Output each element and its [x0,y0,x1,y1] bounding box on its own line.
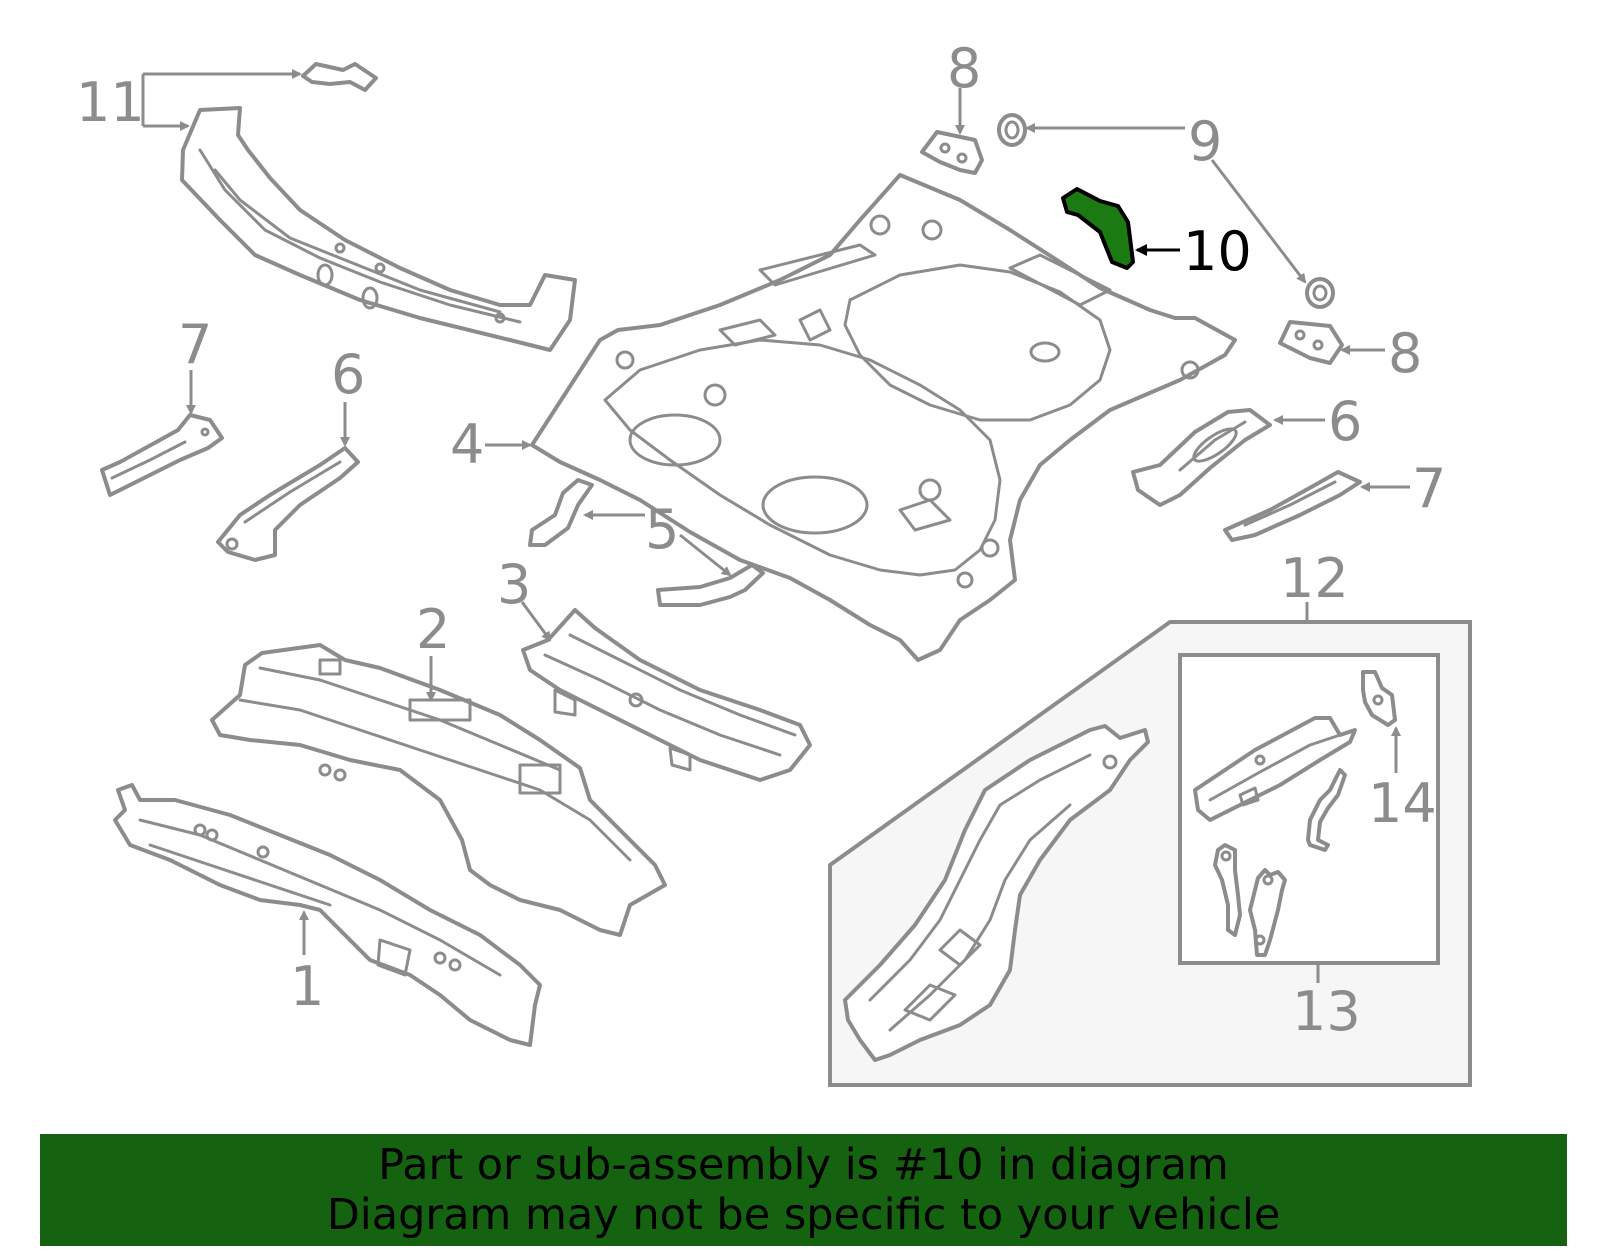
callout-6-right: 6 [1328,390,1362,453]
part-3-crossmember [521,608,812,782]
part-2-crossmember [210,643,667,937]
part-6-left [216,446,360,562]
callout-9: 9 [1188,110,1222,173]
inset-box-12 [828,620,1472,1087]
footer-line-1: Part or sub-assembly is #10 in diagram [378,1140,1229,1190]
callout-6-left: 6 [331,343,365,406]
callout-labels: 11 7 6 4 5 3 2 1 8 9 10 8 6 7 12 13 14 [76,37,1446,1043]
footer-banner: Part or sub-assembly is #10 in diagram D… [40,1134,1567,1246]
part-4-rear-floor-pan [530,173,1237,662]
part-1-rear-side-member [113,783,542,1047]
part-5-bracket-upper [528,478,594,547]
callout-11: 11 [76,71,145,134]
part-5-bracket-lower [656,563,765,607]
callout-14: 14 [1368,772,1437,835]
part-6-right [1131,408,1272,507]
part-9-nut-top [997,113,1027,147]
part-7-left [100,413,224,497]
callout-10: 10 [1183,220,1252,283]
callout-7-left: 7 [178,313,212,376]
callout-8-top: 8 [947,37,981,100]
callout-2: 2 [416,598,450,661]
callout-13: 13 [1292,980,1361,1043]
callout-5: 5 [645,498,679,561]
footer-line-2: Diagram may not be specific to your vehi… [326,1190,1281,1240]
callout-1: 1 [290,955,324,1018]
callout-4: 4 [450,413,484,476]
part-7-right [1223,470,1362,542]
part-8-bracket-right [1278,320,1344,365]
part-11-small-bracket [301,62,378,92]
callout-12: 12 [1280,547,1349,610]
part-11-rear-panel [180,106,577,352]
part-9-nut-right [1305,277,1335,309]
part-8-bracket-top [920,130,984,175]
part-10-highlighted[interactable] [1061,187,1135,270]
callout-7-right: 7 [1412,457,1446,520]
callout-8-right: 8 [1388,322,1422,385]
callout-3: 3 [497,553,531,616]
leader-lines [141,69,1410,983]
